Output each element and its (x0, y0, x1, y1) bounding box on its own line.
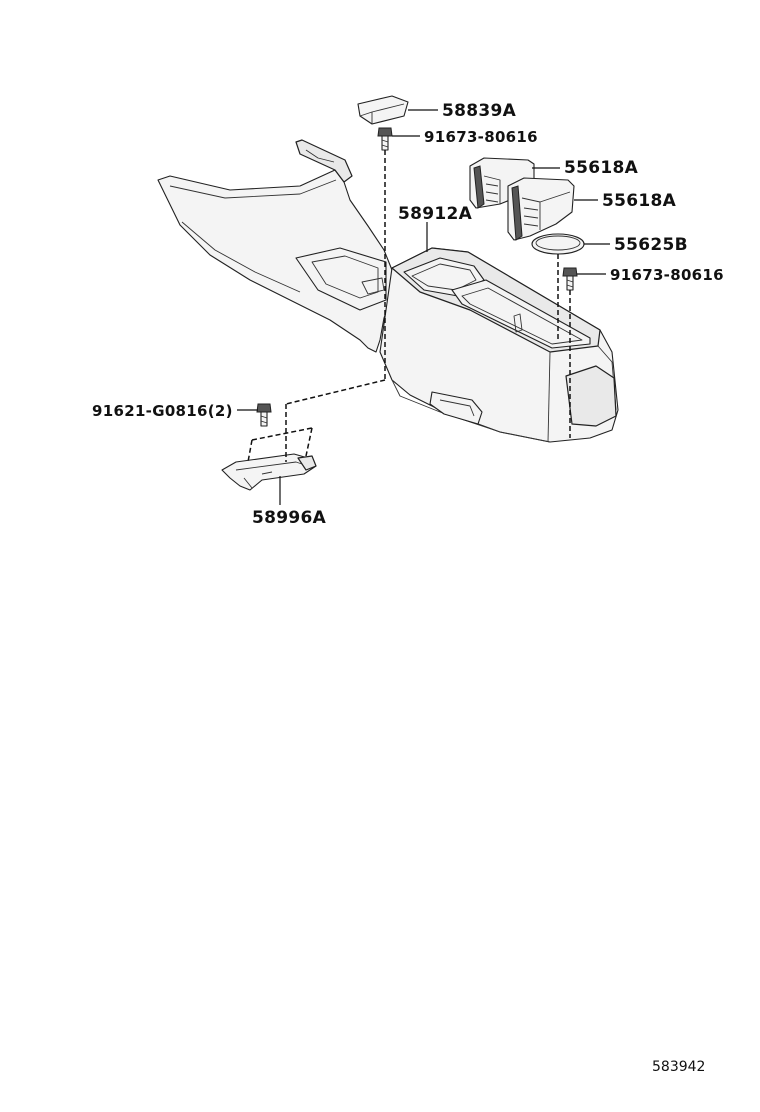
reference-number: 583942 (652, 1059, 705, 1075)
mat-part (531, 233, 585, 255)
label-screw-top: 91673-80616 (424, 128, 538, 146)
label-cap: 58839A (442, 101, 517, 121)
console-box (379, 247, 619, 443)
label-holder-upper: 55618A (564, 158, 639, 178)
label-console-box: 58912A (398, 204, 473, 224)
label-mat: 55625B (614, 235, 688, 255)
label-bracket: 58996A (252, 508, 327, 528)
screw-icon-right (562, 267, 578, 291)
leader-lines (237, 109, 610, 505)
label-screw-right: 91673-80616 (610, 266, 724, 284)
screw-icon-top (377, 127, 393, 151)
label-holder-lower: 55618A (602, 191, 677, 211)
cap-part (357, 95, 409, 125)
label-bolt-left: 91621-G0816(2) (92, 402, 233, 420)
bolt-icon-left (256, 403, 272, 427)
front-console-panel (157, 139, 393, 353)
assembly-lines (247, 150, 571, 463)
bracket-part (221, 453, 317, 491)
holder-lower-part (507, 177, 575, 241)
